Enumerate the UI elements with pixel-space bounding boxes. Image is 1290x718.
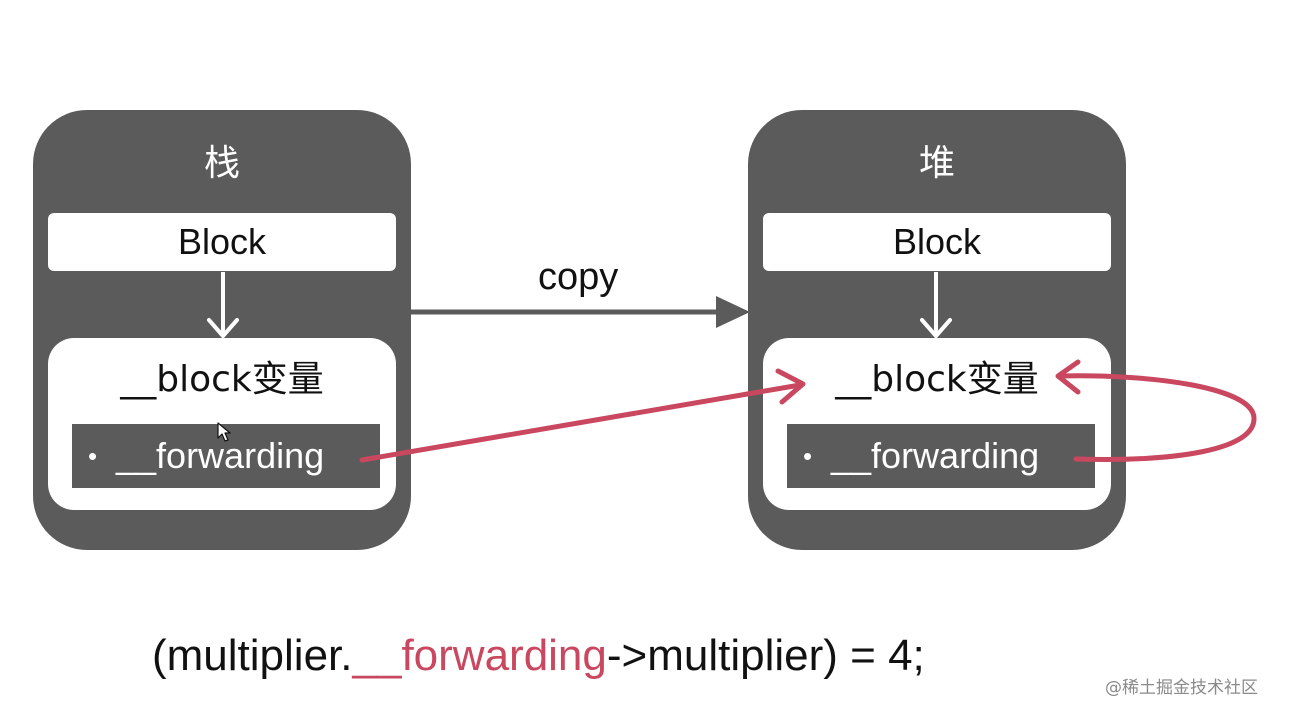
stack-forwarding-field: • __forwarding: [72, 424, 380, 488]
code-highlight: __forwarding: [352, 631, 607, 680]
heap-panel: 堆 Block __block变量 • __forwarding: [748, 110, 1126, 550]
heap-forwarding-label: __forwarding: [831, 435, 1040, 476]
code-suffix: ->multiplier) = 4;: [606, 631, 925, 680]
stack-block-box: Block: [48, 213, 396, 271]
stack-forwarding-pointer-arrow: [359, 368, 806, 463]
stack-block-variable-box: __block变量 • __forwarding: [48, 338, 396, 510]
code-expression: (multiplier.__forwarding->multiplier) = …: [152, 626, 925, 686]
stack-block-variable-label: __block变量: [120, 359, 324, 400]
heap-title: 堆: [918, 143, 955, 184]
heap-forwarding-field: • __forwarding: [787, 424, 1095, 488]
stack-forwarding-bullet: •: [88, 441, 98, 471]
code-prefix: (multiplier.: [152, 631, 353, 680]
stack-title: 栈: [203, 143, 240, 184]
heap-block-variable-box: __block变量 • __forwarding: [763, 338, 1111, 510]
stack-forwarding-label: __forwarding: [116, 435, 325, 476]
heap-block-box: Block: [763, 213, 1111, 271]
heap-forwarding-bullet: •: [803, 441, 813, 471]
stack-panel: 栈 Block __block变量 • __forwarding: [33, 110, 411, 550]
copy-label: copy: [538, 256, 619, 298]
watermark: @稀土掘金技术社区: [1105, 678, 1258, 698]
heap-block-variable-label: __block变量: [835, 359, 1039, 400]
